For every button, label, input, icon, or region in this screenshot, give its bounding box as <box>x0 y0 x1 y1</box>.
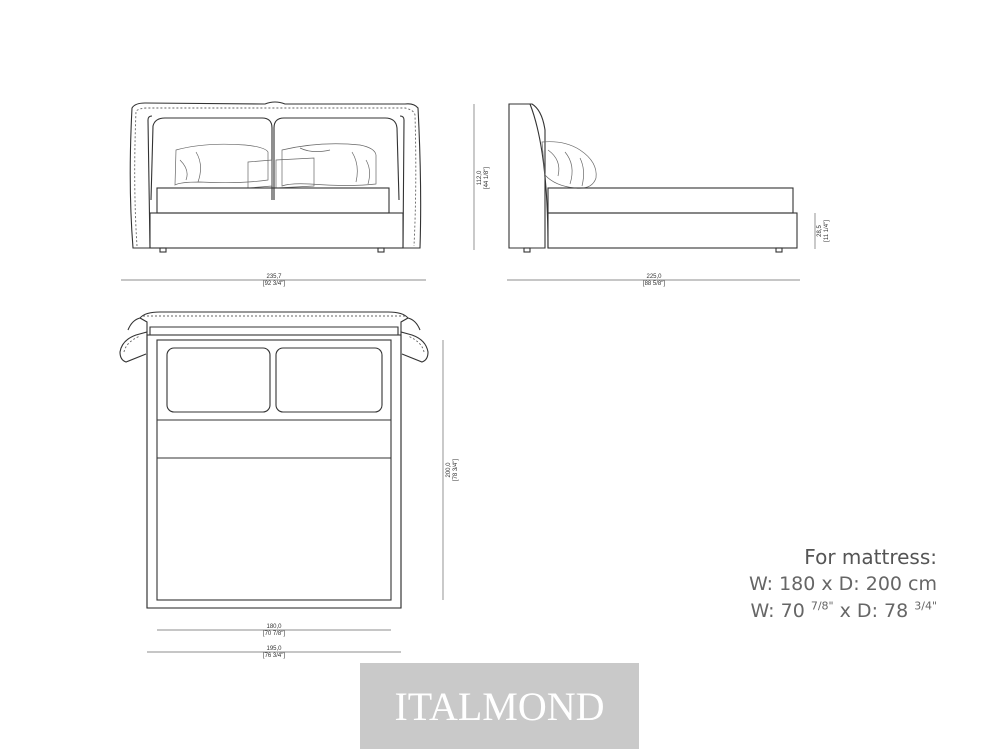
side-depth-label: 225,0 <box>646 274 662 280</box>
brand-logo: ITALMOND <box>360 663 639 749</box>
spec-heading: For mattress: <box>804 545 937 569</box>
spec-imperial-depth-fraction: 3/4" <box>914 599 937 613</box>
height-inch-label: [44 1/8"] <box>484 167 490 189</box>
front-width-label: 235,7 <box>266 274 282 280</box>
side-view <box>507 103 800 281</box>
frame-height-label: 28,5 <box>817 225 823 237</box>
front-view <box>121 101 426 281</box>
spec-imperial-depth: x D: 78 <box>833 600 915 622</box>
front-width-inch-label: [92 3/4"] <box>263 281 285 287</box>
spec-imperial-width: W: 70 <box>750 600 811 622</box>
mattress-spec: For mattress: W: 180 x D: 200 cm W: 70 7… <box>749 543 937 625</box>
side-depth-inch-label: [88 5/8"] <box>643 281 665 287</box>
spec-imperial: W: 70 7/8" x D: 78 3/4" <box>749 598 938 625</box>
frame-width-label: 195,0 <box>266 646 282 652</box>
spec-metric: W: 180 x D: 200 cm <box>748 573 937 595</box>
top-view <box>119 311 444 653</box>
frame-height-inch-label: [11 1/4"] <box>824 220 830 242</box>
top-length-inch-label: [78 3/4"] <box>453 459 459 481</box>
mattress-width-inch-label: [70 7/8"] <box>263 631 285 637</box>
spec-imperial-width-fraction: 7/8" <box>810 599 834 613</box>
top-length-label: 200,0 <box>446 462 452 478</box>
brand-name: ITALMOND <box>394 683 605 729</box>
frame-width-inch-label: [76 3/4"] <box>263 653 285 659</box>
mattress-width-label: 180,0 <box>266 624 282 630</box>
height-label: 112,0 <box>477 170 483 185</box>
